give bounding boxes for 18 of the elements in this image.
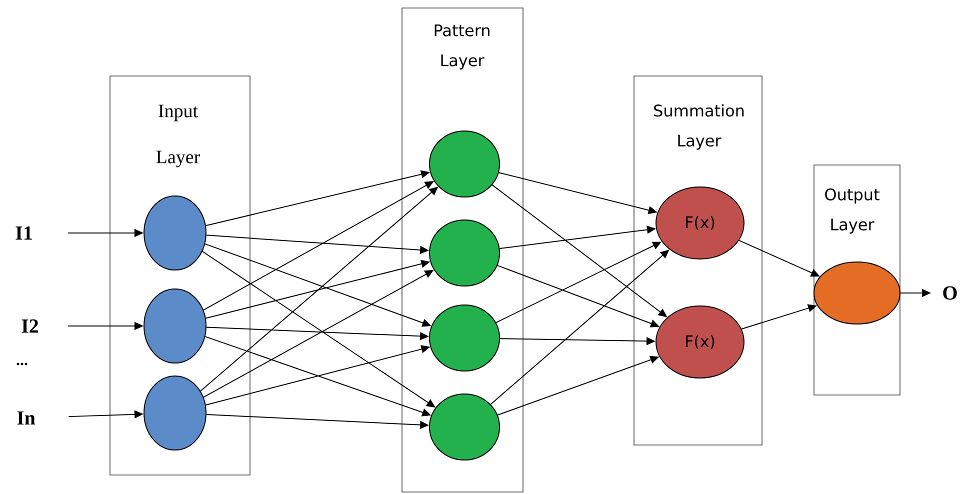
neuron-circle [429, 130, 500, 198]
signal-label: I2 [22, 319, 38, 333]
signal-label: In [17, 411, 36, 425]
signal-label: O [943, 286, 957, 300]
function-node: F(x) [656, 186, 744, 260]
ellipsis-label: ... [16, 362, 28, 366]
layer-box: Input Layer [110, 76, 250, 476]
neuron-circle [144, 196, 206, 270]
layer-box: Pattern Layer [402, 8, 524, 492]
neuron-circle [429, 394, 500, 460]
function-node: F(x) [656, 306, 744, 378]
neuron-circle [429, 220, 500, 286]
neuron-circle [144, 376, 206, 450]
signal-label: I1 [16, 226, 32, 240]
layer-box: Output Layer [814, 164, 900, 396]
neuron-circle [429, 304, 500, 372]
neuron-circle [144, 288, 206, 364]
neuron-circle [814, 262, 900, 324]
